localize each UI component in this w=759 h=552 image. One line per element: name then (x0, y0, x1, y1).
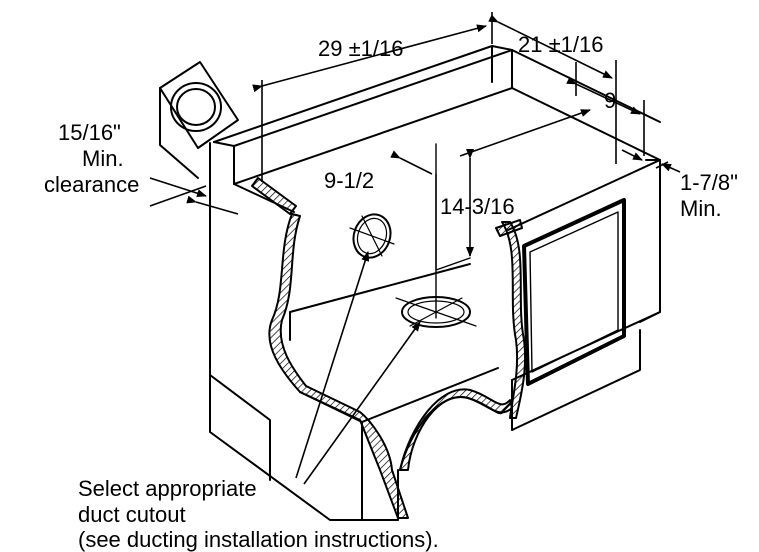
arch-hatch (399, 388, 513, 471)
cut-section-left (268, 213, 409, 519)
label-depth: 21 ±1/16 (518, 32, 603, 57)
dim-width-line (252, 24, 487, 93)
label-side-min-1: 1-7/8" (680, 170, 738, 195)
leader-back-cutout (295, 251, 370, 479)
label-center-offset: 9-1/2 (324, 168, 374, 193)
note-line-1: Select appropriate (78, 476, 257, 501)
countertop-right-cut (495, 219, 523, 237)
label-clearance-3: clearance (44, 172, 139, 197)
label-clearance-2: Min. (82, 146, 124, 171)
label-width: 29 ±1/16 (318, 36, 403, 61)
dim-depth-line (488, 14, 613, 79)
label-height: 14-3/16 (440, 194, 515, 219)
countertop-left-cut (251, 177, 297, 215)
label-side-min-2: Min. (680, 196, 722, 221)
cut-section-right (501, 221, 527, 419)
dim-center-offset-line (390, 150, 433, 175)
duct-cutout-back (349, 213, 395, 259)
label-clearance-1: 15/16" (58, 120, 121, 145)
wall-vent (159, 61, 239, 179)
cabinet-door (522, 198, 626, 386)
left-side-wall (209, 142, 399, 521)
dim-back-offset-line (566, 76, 641, 115)
note-line-2: duct cutout (78, 502, 186, 527)
dim-side-min-line (621, 149, 643, 161)
leader-bottom-cutout (303, 321, 421, 485)
note-line-3: (see ducting installation instructions). (78, 527, 439, 552)
dim-clearance-line (149, 177, 207, 198)
back-top-rail (213, 45, 661, 191)
label-back-offset: 9 (604, 88, 616, 113)
